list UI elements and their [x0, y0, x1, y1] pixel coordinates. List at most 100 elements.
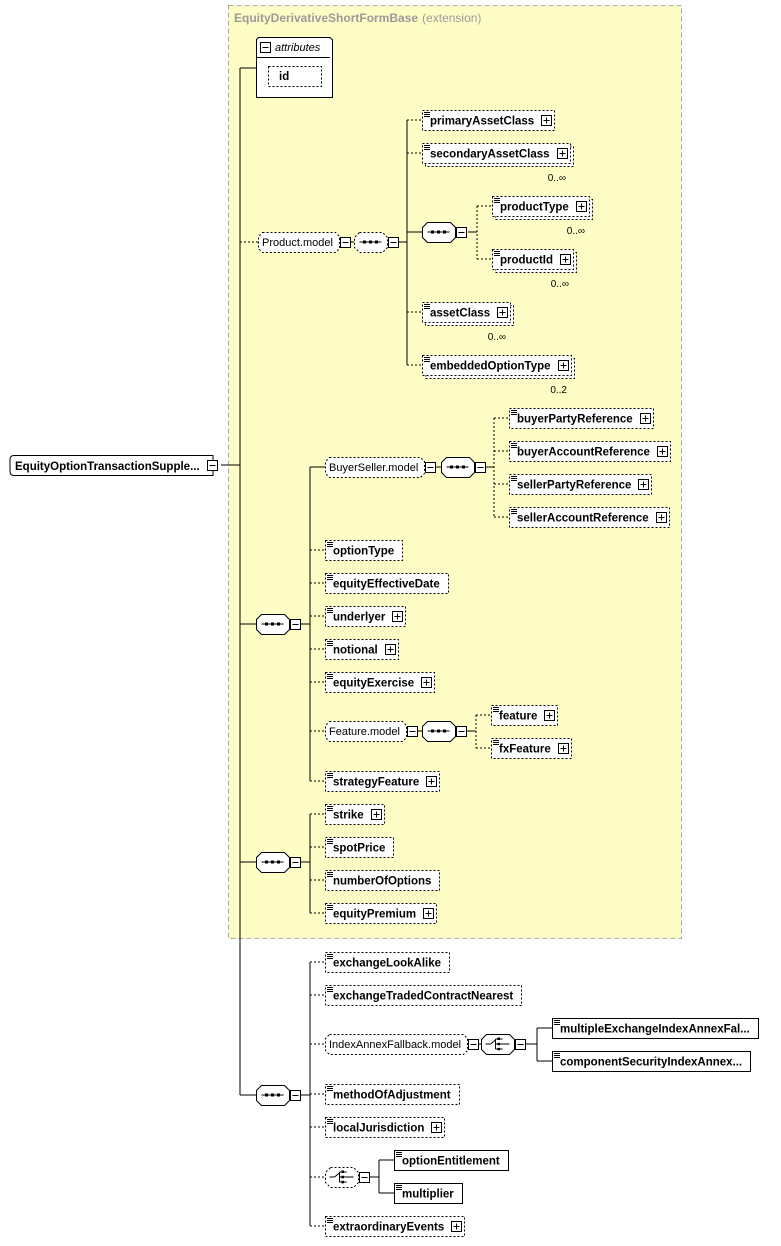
expand-icon[interactable]	[371, 809, 382, 820]
element-exchange-look-alike-label: exchangeLookAlike	[333, 958, 441, 970]
element-local-jurisdiction[interactable]: localJurisdiction	[325, 1117, 445, 1138]
model-product[interactable]: Product.model	[258, 232, 351, 253]
annotation-icon	[327, 954, 333, 959]
expand-icon[interactable]	[640, 413, 651, 424]
choice-option-entitlement[interactable]	[325, 1167, 370, 1188]
expand-icon[interactable]	[656, 512, 667, 523]
expand-icon[interactable]	[451, 1221, 462, 1232]
collapse-icon[interactable]	[207, 460, 218, 471]
element-seller-account-reference[interactable]: sellerAccountReference	[509, 507, 670, 528]
collapse-icon[interactable]	[260, 42, 271, 53]
annotation-icon	[327, 608, 333, 613]
element-buyer-party-reference[interactable]: buyerPartyReference	[509, 408, 654, 429]
root-element[interactable]: EquityOptionTransactionSupple...	[9, 455, 218, 476]
collapse-icon[interactable]	[290, 857, 301, 868]
element-product-id-label: productId	[500, 255, 553, 267]
expand-icon[interactable]	[423, 908, 434, 919]
model-index-annex-fallback[interactable]: IndexAnnexFallback.model	[325, 1034, 479, 1055]
element-strategy-feature[interactable]: strategyFeature	[325, 771, 440, 792]
element-method-of-adjustment[interactable]: methodOfAdjustment	[325, 1084, 460, 1105]
annotation-icon	[511, 443, 517, 448]
element-option-entitlement[interactable]: optionEntitlement	[394, 1150, 509, 1171]
expand-icon[interactable]	[385, 644, 396, 655]
element-notional[interactable]: notional	[325, 639, 399, 660]
expand-icon[interactable]	[497, 307, 508, 318]
element-equity-effective-date[interactable]: equityEffectiveDate	[325, 573, 449, 594]
annotation-icon	[494, 198, 500, 203]
collapse-icon[interactable]	[388, 237, 399, 248]
element-multiple-exchange-index-annex-fallback[interactable]: multipleExchangeIndexAnnexFal...	[552, 1018, 759, 1039]
element-buyer-party-reference-label: buyerPartyReference	[517, 414, 633, 426]
expand-icon[interactable]	[544, 710, 555, 721]
occurrence-label: 0..∞	[548, 173, 566, 184]
sequence-pricing[interactable]	[256, 852, 301, 873]
annotation-icon	[396, 1152, 402, 1157]
attributes-group[interactable]: attributes id	[256, 37, 333, 98]
expand-icon[interactable]	[560, 254, 571, 265]
collapse-icon[interactable]	[456, 726, 467, 737]
collapse-icon[interactable]	[359, 1172, 370, 1183]
element-local-jurisdiction-label: localJurisdiction	[333, 1123, 424, 1135]
element-underlyer[interactable]: underlyer	[325, 606, 406, 627]
element-equity-premium[interactable]: equityPremium	[325, 903, 437, 924]
element-component-security-index-annex[interactable]: componentSecurityIndexAnnex...	[552, 1051, 751, 1072]
expand-icon[interactable]	[431, 1122, 442, 1133]
element-number-of-options[interactable]: numberOfOptions	[325, 870, 440, 891]
element-embedded-option-type-label: embeddedOptionType	[430, 361, 551, 373]
element-seller-party-reference[interactable]: sellerPartyReference	[509, 474, 652, 495]
sequence-buyer-seller[interactable]	[441, 457, 486, 478]
collapse-icon[interactable]	[515, 1039, 526, 1050]
element-feature[interactable]: feature	[491, 705, 558, 726]
collapse-icon[interactable]	[407, 726, 418, 737]
collapse-icon[interactable]	[290, 1090, 301, 1101]
element-exchange-traded-contract-nearest[interactable]: exchangeTradedContractNearest	[325, 985, 522, 1006]
choice-index-annex[interactable]	[481, 1034, 526, 1055]
collapse-icon[interactable]	[475, 462, 486, 473]
collapse-icon[interactable]	[340, 237, 351, 248]
element-strike[interactable]: strike	[325, 804, 385, 825]
element-equity-premium-label: equityPremium	[333, 909, 416, 921]
model-buyer-seller[interactable]: BuyerSeller.model	[325, 457, 436, 478]
collapse-icon[interactable]	[468, 1039, 479, 1050]
expand-icon[interactable]	[541, 115, 552, 126]
model-feature[interactable]: Feature.model	[325, 721, 418, 742]
annotation-icon	[396, 1185, 402, 1190]
element-extraordinary-events[interactable]: extraordinaryEvents	[325, 1216, 465, 1237]
element-seller-party-reference-label: sellerPartyReference	[517, 480, 631, 492]
annotation-icon	[554, 1053, 560, 1058]
expand-icon[interactable]	[638, 479, 649, 490]
element-option-type[interactable]: optionType	[325, 540, 403, 561]
element-equity-exercise-label: equityExercise	[333, 678, 414, 690]
element-multiplier[interactable]: multiplier	[394, 1183, 463, 1204]
expand-icon[interactable]	[558, 360, 569, 371]
collapse-icon[interactable]	[290, 619, 301, 630]
element-primary-asset-class[interactable]: primaryAssetClass	[422, 110, 555, 131]
annotation-icon	[493, 707, 499, 712]
element-exchange-look-alike[interactable]: exchangeLookAlike	[325, 952, 450, 973]
expand-icon[interactable]	[421, 677, 432, 688]
attribute-id[interactable]	[268, 66, 322, 87]
element-spot-price[interactable]: spotPrice	[325, 837, 394, 858]
element-equity-exercise[interactable]: equityExercise	[325, 672, 435, 693]
expand-icon[interactable]	[392, 611, 403, 622]
sequence-exchange[interactable]	[256, 1085, 301, 1106]
expand-icon[interactable]	[426, 776, 437, 787]
element-fx-feature[interactable]: fxFeature	[491, 738, 572, 759]
expand-icon[interactable]	[558, 743, 569, 754]
annotation-icon	[327, 1086, 333, 1091]
collapse-icon[interactable]	[456, 227, 467, 238]
collapse-icon[interactable]	[425, 462, 436, 473]
expand-icon[interactable]	[557, 148, 568, 159]
sequence-feature[interactable]	[422, 721, 467, 742]
expand-icon[interactable]	[657, 446, 668, 457]
sequence-product[interactable]	[354, 232, 399, 253]
sequence-main[interactable]	[256, 614, 301, 635]
expand-icon[interactable]	[576, 201, 587, 212]
element-buyer-account-reference[interactable]: buyerAccountReference	[509, 441, 671, 462]
sequence-product-type[interactable]	[422, 222, 467, 243]
